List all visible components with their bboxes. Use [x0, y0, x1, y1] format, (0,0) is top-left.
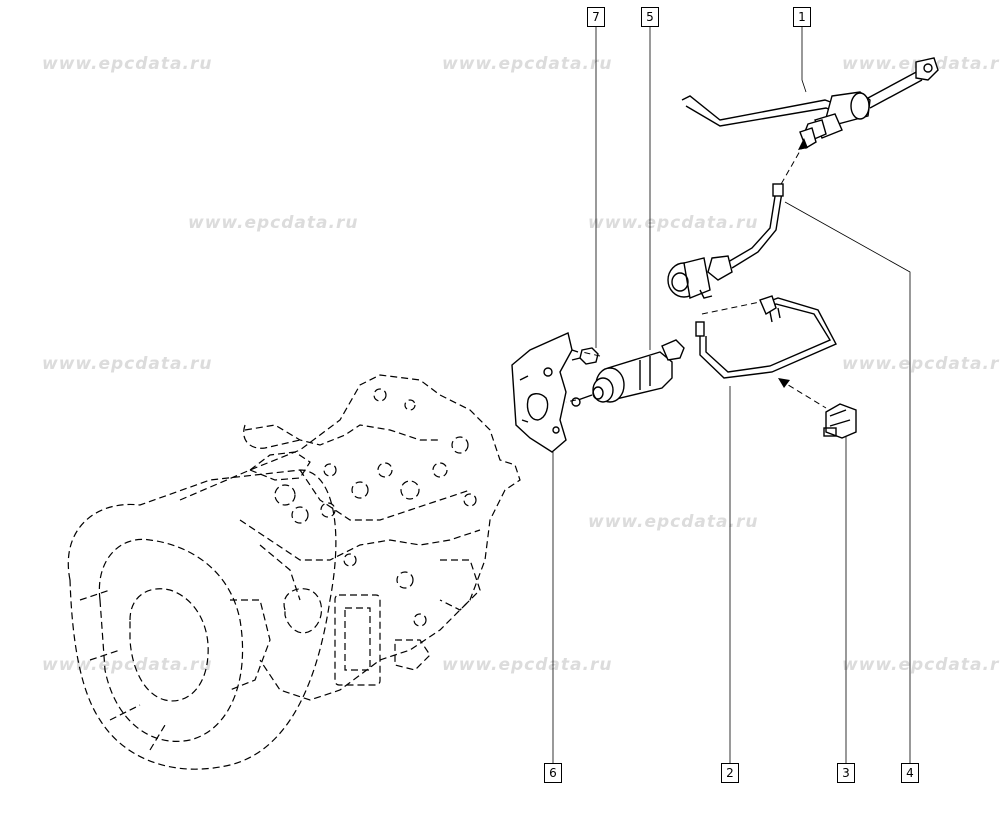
callout-2: 2 — [721, 763, 739, 783]
callout-3: 3 — [837, 763, 855, 783]
watermark: www.epcdata.ru — [188, 213, 359, 233]
assembly-guide-lines — [565, 138, 827, 409]
watermark: www.epcdata.ru — [842, 354, 1000, 374]
watermark: www.epcdata.ru — [842, 655, 1000, 675]
watermark: www.epcdata.ru — [588, 213, 759, 233]
slave-cylinder-part-5 — [571, 339, 685, 407]
watermark: www.epcdata.ru — [442, 655, 613, 675]
watermark: www.epcdata.ru — [588, 512, 759, 532]
transmission-outline — [67, 374, 521, 770]
watermark: www.epcdata.ru — [42, 354, 213, 374]
watermark: www.epcdata.ru — [42, 54, 213, 74]
rigid-pipe-part-2 — [695, 295, 837, 379]
watermark: www.epcdata.ru — [42, 655, 213, 675]
bolt-part-7 — [571, 347, 599, 365]
callout-5: 5 — [641, 7, 659, 27]
clip-part-3 — [823, 403, 857, 439]
flexible-hose-part-4 — [667, 183, 784, 299]
leader-lines — [552, 26, 911, 764]
callout-7: 7 — [587, 7, 605, 27]
callout-1: 1 — [793, 7, 811, 27]
watermark: www.epcdata.ru — [442, 54, 613, 74]
master-cylinder-part-1 — [681, 57, 939, 150]
callout-4: 4 — [901, 763, 919, 783]
callout-6: 6 — [544, 763, 562, 783]
bracket-plate-part-6 — [511, 332, 573, 453]
